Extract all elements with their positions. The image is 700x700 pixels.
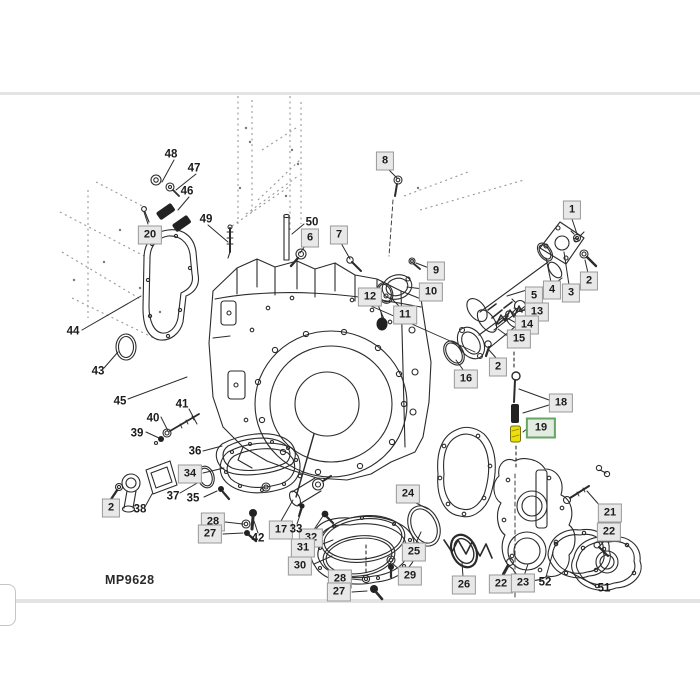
callout-27-mid[interactable]: 27 — [326, 582, 352, 602]
callout-19[interactable]: 19 — [525, 417, 557, 439]
callout-51[interactable]: 51 — [597, 582, 611, 595]
callout-12[interactable]: 12 — [357, 287, 383, 307]
callout-35[interactable]: 35 — [186, 492, 200, 505]
callout-21[interactable]: 21 — [597, 503, 623, 523]
callout-43[interactable]: 43 — [91, 365, 105, 378]
cover-plate-group — [288, 433, 417, 601]
callout-22-right[interactable]: 22 — [596, 522, 622, 542]
callout-37[interactable]: 37 — [166, 490, 180, 503]
callout-11[interactable]: 11 — [393, 305, 417, 325]
callout-27-left[interactable]: 27 — [197, 524, 223, 544]
callout-36[interactable]: 36 — [188, 445, 202, 458]
callout-4[interactable]: 4 — [542, 280, 562, 300]
callout-26[interactable]: 26 — [451, 575, 477, 595]
dipstick-group — [510, 351, 521, 469]
callout-49[interactable]: 49 — [199, 213, 213, 226]
callout-22-bottom[interactable]: 22 — [488, 574, 514, 594]
callout-31[interactable]: 31 — [290, 538, 316, 558]
rings-25-26 — [407, 505, 493, 569]
callout-24[interactable]: 24 — [395, 484, 421, 504]
small-parts-top-left — [141, 174, 403, 272]
callout-20[interactable]: 20 — [137, 225, 163, 245]
drawing-code: MP9628 — [105, 573, 155, 587]
callout-46[interactable]: 46 — [180, 185, 194, 198]
gasket-24 — [437, 426, 496, 518]
callout-50[interactable]: 50 — [305, 216, 319, 229]
callout-47[interactable]: 47 — [187, 162, 201, 175]
callout-52[interactable]: 52 — [538, 576, 552, 589]
callout-18[interactable]: 18 — [548, 393, 574, 413]
callout-45[interactable]: 45 — [113, 395, 127, 408]
callout-9[interactable]: 9 — [426, 261, 446, 281]
callout-42[interactable]: 42 — [251, 532, 265, 545]
callout-8[interactable]: 8 — [375, 151, 395, 171]
callout-2-top[interactable]: 2 — [579, 271, 599, 291]
background-chassis-dashed — [59, 96, 525, 341]
callout-29[interactable]: 29 — [397, 566, 423, 586]
main-case — [208, 258, 476, 481]
callout-7[interactable]: 7 — [329, 225, 349, 245]
small-parts-left — [110, 333, 258, 543]
callout-3[interactable]: 3 — [561, 283, 581, 303]
oil-pan-group — [215, 433, 301, 494]
callout-33[interactable]: 33 — [289, 523, 303, 536]
callout-25[interactable]: 25 — [401, 542, 427, 562]
callout-2-left[interactable]: 2 — [101, 498, 121, 518]
callout-39[interactable]: 39 — [130, 427, 144, 440]
top-rule — [0, 92, 700, 95]
callout-30[interactable]: 30 — [287, 556, 313, 576]
callout-6[interactable]: 6 — [300, 228, 320, 248]
cover-9-12-group — [376, 257, 421, 331]
gasket-44 — [142, 229, 200, 341]
callout-34[interactable]: 34 — [177, 464, 203, 484]
callout-48[interactable]: 48 — [164, 148, 178, 161]
callout-23[interactable]: 23 — [510, 573, 536, 593]
callout-44[interactable]: 44 — [66, 325, 80, 338]
highlighted-part-19 — [510, 425, 521, 443]
corner-widget — [0, 584, 16, 626]
callout-40[interactable]: 40 — [146, 412, 160, 425]
callout-10[interactable]: 10 — [418, 282, 444, 302]
callout-41[interactable]: 41 — [175, 398, 189, 411]
callout-38[interactable]: 38 — [133, 503, 147, 516]
callout-1[interactable]: 1 — [562, 200, 582, 220]
callout-2-mid[interactable]: 2 — [488, 357, 508, 377]
callout-17[interactable]: 17 — [268, 520, 294, 540]
callout-15[interactable]: 15 — [506, 329, 532, 349]
callout-16[interactable]: 16 — [453, 369, 479, 389]
